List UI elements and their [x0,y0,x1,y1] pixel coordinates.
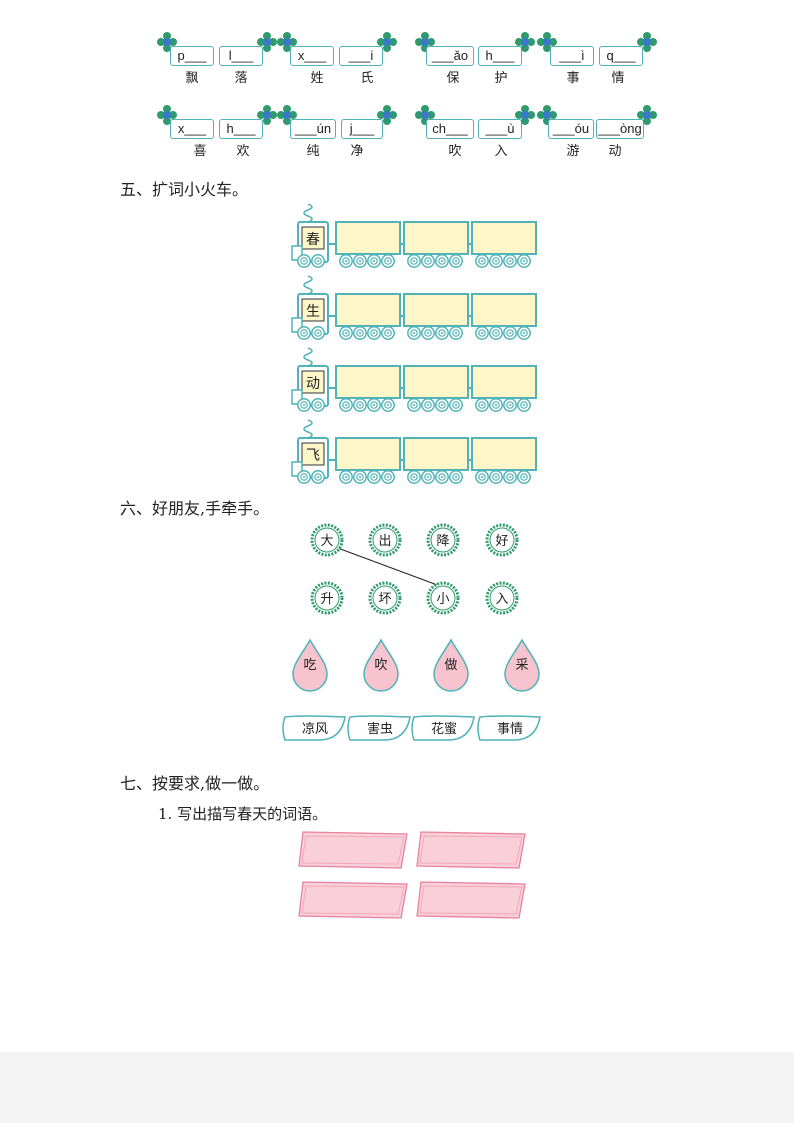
flower-icon [277,32,297,52]
pinyin-box[interactable]: p___ [170,46,214,66]
hanzi-label: 欢 [236,144,250,159]
hanzi-label: 氏 [360,71,374,86]
hanzi-label: 纯 [306,144,320,159]
writing-boxes[interactable] [295,826,535,922]
train-1 [292,204,536,267]
circle-char: 升 [320,592,333,607]
circle-char: 好 [495,534,508,549]
circle-char: 降 [436,534,449,549]
hanzi-label: 吹 [448,144,462,159]
flower-icon [415,105,435,125]
train-4 [292,420,536,483]
pinyin-box[interactable]: j___ [341,119,383,139]
flower-icon [277,105,297,125]
pinyin-box[interactable]: ___òng [596,119,644,139]
pinyin-box[interactable]: x___ [290,46,334,66]
section-7-subtitle: 1. 写出描写春天的词语。 [158,805,328,823]
circle-char: 出 [378,534,391,549]
circle-char: 坏 [378,592,391,607]
writing-box [298,881,408,919]
page-bottom-band [0,1052,794,1123]
pinyin-group: p___ l___ 飘 落 [157,32,277,93]
drop-char: 采 [515,658,528,673]
flower-icon [415,32,435,52]
leaf-word: 花蜜 [431,721,457,737]
hanzi-label: 事 [566,71,580,86]
drop-char: 吹 [374,658,387,673]
flower-icon [377,32,397,52]
pinyin-box[interactable]: h___ [219,119,263,139]
section-7-title: 七、按要求,做一做。 [120,774,270,793]
section-6-title: 六、好朋友,手牵手。 [120,499,270,518]
hanzi-label: 游 [566,144,580,159]
train-engine-char: 动 [306,376,320,392]
leaf-word: 事情 [497,722,523,737]
pinyin-section: p___ l___ 飘 落 x___ ___i 姓 氏 ___ǎo h___ 保… [0,0,794,170]
circle-char: 大 [320,534,333,549]
pinyin-box[interactable]: h___ [478,46,522,66]
pinyin-box[interactable]: ___ì [550,46,594,66]
pinyin-group: ___ún j___ 纯 净 [277,105,397,166]
pinyin-group: ___óu ___òng 游 动 [537,105,657,166]
pinyin-row-2: x___ h___ 喜 欢 ___ún j___ 纯 净 ch___ ___ù … [0,105,794,166]
flower-icon [637,105,657,125]
drop-char: 做 [444,658,457,673]
pinyin-group: ___ì q___ 事 情 [537,32,657,93]
flower-icon [515,32,535,52]
train-engine-char: 飞 [306,448,320,464]
train-3 [292,348,536,411]
writing-box [298,831,408,869]
hanzi-label: 姓 [310,71,324,86]
flower-icon [257,105,277,125]
train-engine-char: 春 [306,232,320,248]
hanzi-label: 落 [234,71,248,86]
leaf-word: 凉风 [302,722,328,737]
hanzi-label: 飘 [185,71,199,86]
pinyin-group: x___ ___i 姓 氏 [277,32,397,93]
writing-box [416,881,526,919]
writing-box [416,831,526,869]
section-5-title: 五、扩词小火车。 [120,180,249,199]
pinyin-box[interactable]: ___óu [548,119,594,139]
flower-icon [157,32,177,52]
pinyin-group: ch___ ___ù 吹 入 [415,105,535,166]
flower-icon [537,32,557,52]
drop-char: 吃 [303,657,316,673]
pinyin-box[interactable]: ___ún [290,119,336,139]
flower-icon [377,105,397,125]
hanzi-label: 入 [494,144,508,159]
pinyin-group: x___ h___ 喜 欢 [157,105,277,166]
circle-char: 入 [495,592,508,607]
pinyin-box[interactable]: ___i [339,46,383,66]
matching-diagram: 大 出 降 好 升 坏 小 入 吃 吹 做 采 凉风 害虫 花蜜 事情 [282,523,541,741]
hanzi-label: 喜 [193,144,207,159]
train-2 [292,276,536,339]
pinyin-box[interactable]: l___ [219,46,263,66]
pinyin-group: ___ǎo h___ 保 护 [415,32,535,93]
pinyin-box[interactable]: q___ [599,46,643,66]
pinyin-box[interactable]: ___ù [478,119,522,139]
match-line [326,543,441,587]
pinyin-box[interactable]: ch___ [426,119,474,139]
hanzi-label: 动 [608,144,622,159]
hanzi-label: 情 [611,71,625,86]
flower-icon [157,105,177,125]
flower-icon [515,105,535,125]
pinyin-box[interactable]: x___ [170,119,214,139]
hanzi-label: 净 [350,144,364,159]
pinyin-box[interactable]: ___ǎo [426,46,474,66]
hanzi-label: 护 [494,71,508,86]
flower-icon [637,32,657,52]
circle-char: 小 [436,592,449,607]
leaf-word: 害虫 [367,721,393,737]
pinyin-row-1: p___ l___ 飘 落 x___ ___i 姓 氏 ___ǎo h___ 保… [0,32,794,93]
train-engine-char: 生 [306,304,320,320]
flower-icon [257,32,277,52]
hanzi-label: 保 [446,71,460,86]
train-diagram: 春 生 动 飞 [290,204,550,488]
